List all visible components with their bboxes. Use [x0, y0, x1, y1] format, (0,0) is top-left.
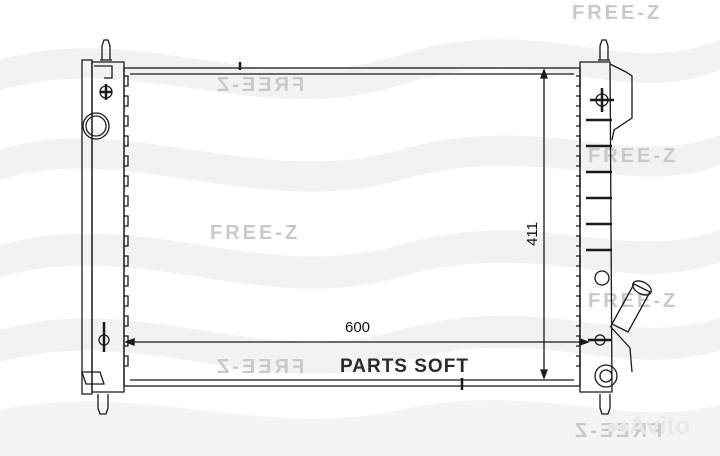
avito-watermark: ●●Avito — [606, 412, 690, 441]
avito-logo-icon: ●● — [606, 414, 631, 439]
watermark-brand: FREE-Z — [210, 222, 301, 244]
watermark-brand: FREE-Z — [572, 2, 663, 24]
right-tank — [576, 39, 652, 415]
dimension-height-label: 411 — [524, 222, 541, 246]
wave-band — [0, 230, 720, 289]
watermark-brand: FREE-Z — [588, 145, 679, 167]
wave-band — [0, 315, 720, 374]
dimension-lines — [124, 68, 590, 380]
wave-band — [0, 39, 720, 100]
dimension-width-label: 600 — [345, 319, 371, 336]
watermark-brand: FREE-Z — [588, 290, 679, 312]
wave-band — [0, 135, 720, 192]
avito-text: Avito — [628, 412, 691, 440]
left-tank — [81, 39, 129, 415]
parts-soft-watermark: PARTS SOFT — [340, 356, 469, 377]
wave-band — [0, 400, 720, 456]
radiator-core — [123, 62, 581, 390]
